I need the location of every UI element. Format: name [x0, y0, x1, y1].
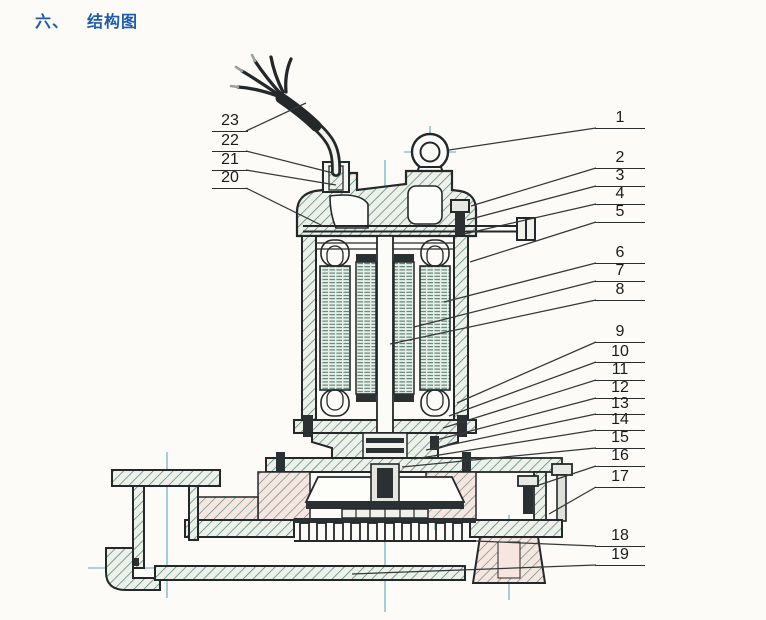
cable-wires — [236, 55, 293, 99]
callout-14: 14 — [595, 411, 645, 431]
callout-2: 2 — [595, 149, 645, 169]
callout-5: 5 — [595, 203, 645, 223]
callout-6: 6 — [595, 244, 645, 264]
section-heading: 六、 结构图 — [35, 8, 138, 32]
base-plate — [154, 536, 547, 584]
callout-16: 16 — [595, 447, 645, 467]
callout-4: 4 — [595, 185, 645, 205]
callout-13: 13 — [595, 395, 645, 415]
callout-11: 11 — [595, 361, 645, 381]
callout-22: 22 — [212, 132, 248, 152]
mechanical-seal — [362, 432, 408, 462]
callout-17: 17 — [595, 468, 645, 488]
callout-18: 18 — [595, 527, 645, 547]
callout-1: 1 — [595, 109, 645, 129]
callout-19: 19 — [595, 546, 645, 566]
callout-3: 3 — [595, 167, 645, 187]
callout-20: 20 — [212, 169, 248, 189]
callout-7: 7 — [595, 262, 645, 282]
callout-21: 21 — [212, 151, 248, 171]
callout-15: 15 — [595, 429, 645, 449]
section-number: 六、 — [35, 14, 70, 31]
seal-housing — [311, 432, 459, 462]
strainer-base — [184, 518, 563, 542]
impeller — [304, 463, 466, 519]
leader-lines — [245, 102, 597, 575]
callout-9: 9 — [595, 323, 645, 343]
strainer-slats — [299, 522, 463, 542]
callout-10: 10 — [595, 343, 645, 363]
power-cable — [229, 53, 342, 177]
callout-8: 8 — [595, 281, 645, 301]
callout-12: 12 — [595, 379, 645, 399]
tie-rod-bolt — [303, 199, 536, 242]
stator-windings — [319, 239, 451, 417]
handle-recess — [407, 185, 443, 225]
discharge-flange — [105, 469, 221, 591]
section-title: 结构图 — [87, 14, 139, 31]
rotor — [355, 254, 415, 402]
callout-23: 23 — [212, 112, 248, 132]
